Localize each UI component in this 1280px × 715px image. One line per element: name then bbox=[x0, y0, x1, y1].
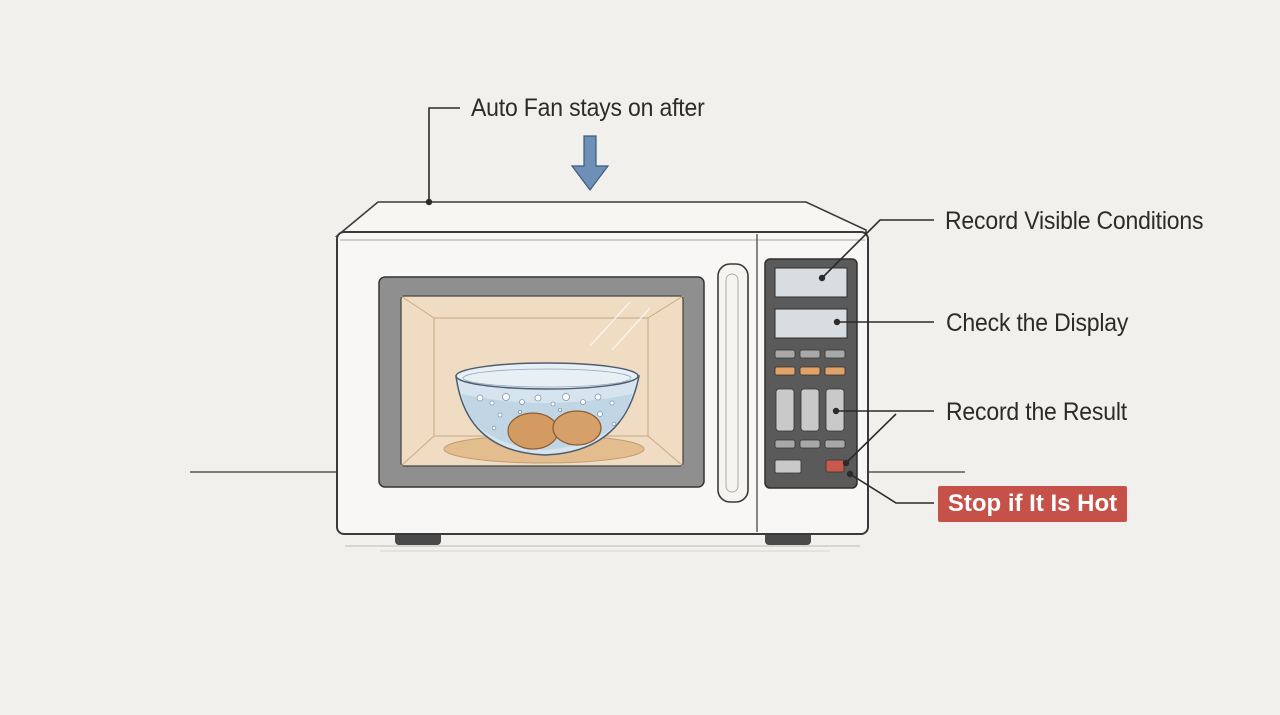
arrow-down-icon bbox=[570, 135, 610, 191]
glass-reflection bbox=[589, 301, 651, 351]
egg-left bbox=[507, 412, 559, 450]
warning-label: Stop if It Is Hot bbox=[938, 486, 1127, 522]
cavity-lines bbox=[400, 295, 684, 467]
stop-button bbox=[825, 459, 845, 473]
water-bubbles bbox=[476, 393, 617, 431]
callout-conditions: Record Visible Conditions bbox=[945, 207, 1204, 235]
door-handle bbox=[717, 263, 749, 503]
microwave-foot-right bbox=[765, 532, 811, 545]
floor-line bbox=[190, 471, 965, 552]
button-row-lower bbox=[774, 439, 846, 449]
start-button bbox=[774, 459, 802, 474]
button-row-grey bbox=[774, 349, 846, 359]
keypad bbox=[775, 388, 845, 432]
microwave-top bbox=[334, 201, 867, 237]
egg-right bbox=[552, 410, 602, 446]
callout-display: Check the Display bbox=[946, 309, 1129, 337]
display-top bbox=[774, 267, 848, 298]
leader-lines bbox=[428, 107, 934, 504]
button-row-orange bbox=[774, 366, 846, 376]
leader-dots bbox=[425, 198, 854, 478]
microwave-foot-left bbox=[395, 532, 441, 545]
warning-text: Stop if It Is Hot bbox=[947, 490, 1118, 517]
callout-result: Record the Result bbox=[946, 398, 1127, 426]
callout-fan: Auto Fan stays on after bbox=[471, 94, 705, 122]
